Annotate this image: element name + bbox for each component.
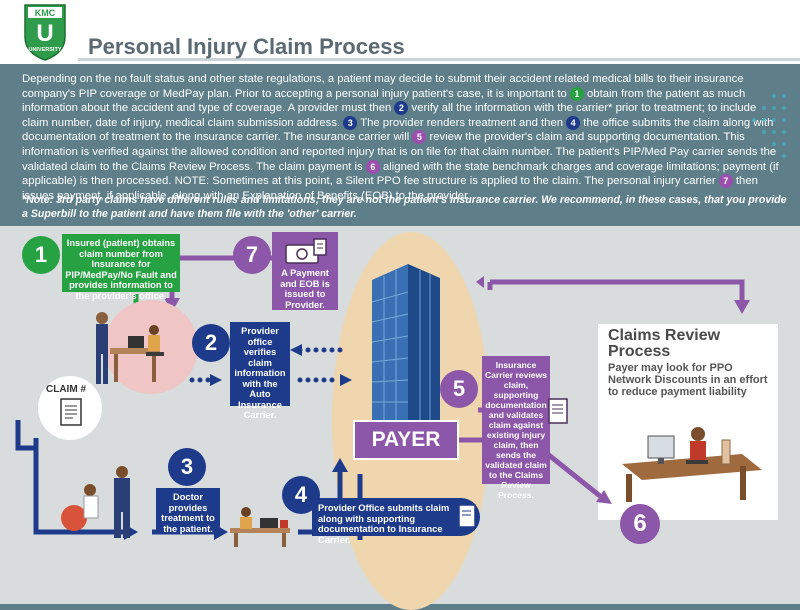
inline-step-number: 3 [343, 115, 358, 130]
inline-step-number: 5 [412, 130, 427, 145]
step-4-box: Provider Office submits claim along with… [312, 498, 480, 545]
intro-paragraph: Depending on the no fault status and oth… [22, 72, 782, 203]
step-4-text: Provider Office submits claim along with… [318, 503, 450, 545]
step-3-text: Doctor provides treatment to the patient… [161, 492, 215, 534]
provider-office-illustration [96, 312, 164, 384]
intro-text: obtain from the patient as much informat… [22, 87, 746, 115]
document-icon [60, 398, 82, 426]
decorative-dots [752, 94, 786, 158]
step-7-number: 7 [233, 236, 271, 274]
payer-label: PAYER [353, 420, 459, 460]
office-submission-illustration [230, 507, 290, 547]
header [0, 0, 800, 64]
inline-step-number: 4 [566, 115, 581, 130]
logo-subtitle: UNIVERSITY [28, 47, 61, 53]
step-3-box: Doctor provides treatment to the patient… [156, 488, 220, 534]
insurance-building-illustration [371, 264, 440, 422]
claim-number-label: CLAIM # [46, 384, 86, 395]
intro-text: Depending on the no fault status and oth… [22, 73, 744, 100]
intro-text: review the provider's claim and supporti… [22, 131, 777, 173]
inline-step-number: 6 [365, 159, 380, 174]
step-6-number: 6 [620, 504, 660, 544]
money-icon [285, 238, 327, 264]
logo-brand: KMC [35, 8, 56, 18]
intro-text: verify all the information with the carr… [22, 102, 757, 129]
intro-text: aligned with the state benchmark charges… [22, 160, 779, 188]
step-1-box: Insured (patient) obtains claim number f… [62, 234, 180, 301]
claims-reviewer-illustration [622, 427, 762, 502]
inline-step-number: 7 [718, 174, 733, 189]
intro-text: then issues payment, if applicable, alon… [22, 175, 758, 202]
intro-text: The provider renders treatment and then [357, 116, 567, 129]
inline-step-number: 2 [394, 101, 409, 116]
claims-review-subtitle: Payer may look for PPO Network Discounts… [608, 362, 768, 398]
step-7-box: A Payment and EOB is issued to Provider. [272, 232, 338, 310]
page-title: Personal Injury Claim Process [88, 34, 405, 59]
header-divider [78, 58, 800, 61]
carrier-note: *Note: 3rd party claims have different r… [22, 194, 787, 220]
step-3-number: 3 [168, 448, 206, 486]
intro-text: the office submits the claim along with … [22, 116, 774, 144]
step-1-text: Insured (patient) obtains claim number f… [65, 238, 177, 301]
logo-letter: U [36, 20, 53, 47]
step-7-text: A Payment and EOB is issued to Provider. [280, 268, 330, 310]
doctor-treatment-illustration [61, 466, 130, 538]
inline-step-number: 1 [569, 86, 584, 101]
step-5-box: Insurance Carrier reviews claim, support… [482, 356, 550, 500]
document-icon [548, 398, 568, 424]
step-1-number: 1 [22, 236, 60, 274]
kmc-university-logo: KMC U UNIVERSITY [24, 4, 66, 61]
step-5-number: 5 [440, 370, 478, 408]
step-2-text: Provider office verifies claim informati… [234, 326, 286, 420]
claims-review-title: Claims Review Process [608, 327, 721, 360]
step-5-text: Insurance Carrier reviews claim, support… [484, 360, 548, 500]
step-2-number: 2 [192, 324, 230, 362]
step-2-box: Provider office verifies claim informati… [230, 322, 290, 420]
document-icon [458, 504, 476, 528]
